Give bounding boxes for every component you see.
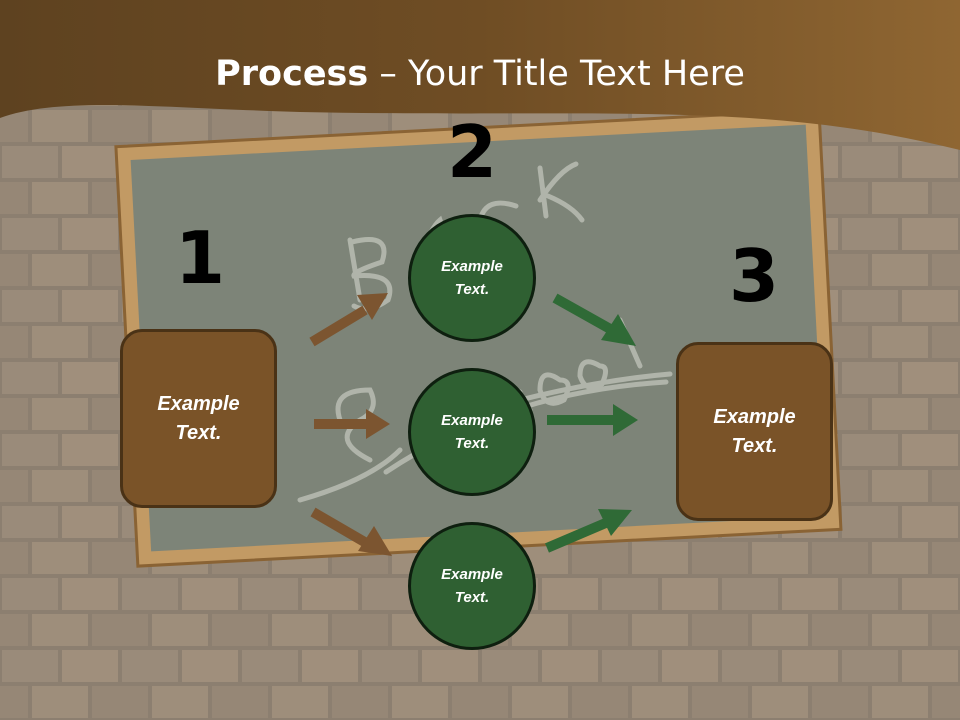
arrow-1-to-middle bbox=[314, 409, 390, 439]
step-number-1: 1 bbox=[174, 216, 226, 300]
step-3-box: Example Text. bbox=[676, 342, 833, 521]
circle-middle: Example Text. bbox=[408, 368, 536, 496]
circle-top: Example Text. bbox=[408, 214, 536, 342]
circle-middle-text: Example Text. bbox=[441, 412, 503, 452]
slide-title: Process – Your Title Text Here bbox=[0, 52, 960, 96]
step-1-box: Example Text. bbox=[120, 329, 277, 508]
header-band bbox=[0, 0, 960, 150]
step-1-text: Example Text. bbox=[157, 392, 240, 444]
step-number-2: 2 bbox=[446, 110, 498, 194]
step-number-3: 3 bbox=[728, 234, 780, 318]
circle-bottom-text: Example Text. bbox=[441, 566, 503, 606]
arrow-1-to-bottom bbox=[310, 507, 392, 556]
circle-top-text: Example Text. bbox=[441, 258, 503, 298]
circle-bottom: Example Text. bbox=[408, 522, 536, 650]
arrow-middle-to-3 bbox=[547, 404, 638, 436]
title-rest: – Your Title Text Here bbox=[368, 54, 745, 94]
arrow-top-to-3 bbox=[552, 293, 636, 346]
arrow-bottom-to-3 bbox=[545, 509, 632, 553]
step-3-text: Example Text. bbox=[713, 405, 796, 457]
title-bold: Process bbox=[215, 54, 369, 94]
arrow-1-to-top bbox=[309, 293, 388, 347]
